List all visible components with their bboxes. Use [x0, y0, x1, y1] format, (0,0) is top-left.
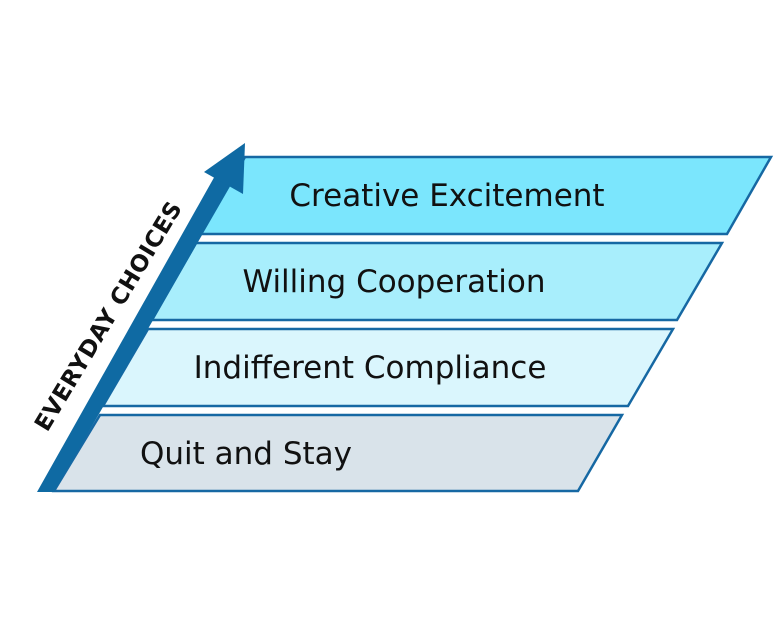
band-label: Creative Excitement	[289, 178, 604, 214]
band-label: Indifferent Compliance	[194, 350, 547, 386]
level-band-quit-and-stay: Quit and Stay	[51, 413, 625, 493]
band-label: Quit and Stay	[140, 436, 352, 472]
level-band-willing-cooperation: Willing Cooperation	[149, 241, 725, 322]
up-arrow-icon	[37, 143, 245, 492]
band-label: Willing Cooperation	[242, 264, 545, 300]
level-band-creative-excitement: Creative Excitement	[197, 155, 774, 236]
band-shape	[51, 413, 625, 493]
level-band-indifferent-compliance: Indifferent Compliance	[100, 327, 676, 408]
